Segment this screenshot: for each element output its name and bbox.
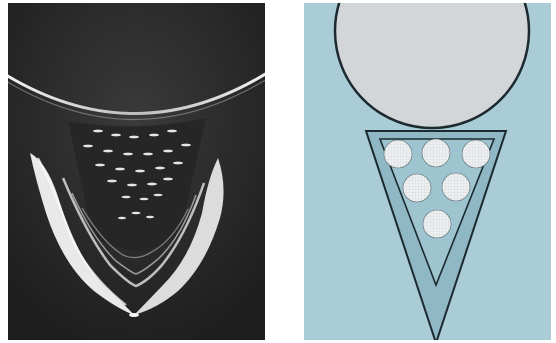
diagram-circle-and-triangle bbox=[304, 3, 551, 340]
dot-row2-right bbox=[442, 173, 470, 201]
dot-row1-center bbox=[422, 139, 450, 167]
bottom-glint bbox=[129, 313, 139, 317]
dot-row2-left bbox=[403, 174, 431, 202]
photograph-of-curved-shell bbox=[8, 3, 265, 340]
dot-row1-right bbox=[462, 140, 490, 168]
dot-row1-left bbox=[384, 140, 412, 168]
dot-row3-center bbox=[423, 210, 451, 238]
right-illustration bbox=[304, 3, 551, 340]
left-photograph bbox=[8, 3, 265, 340]
